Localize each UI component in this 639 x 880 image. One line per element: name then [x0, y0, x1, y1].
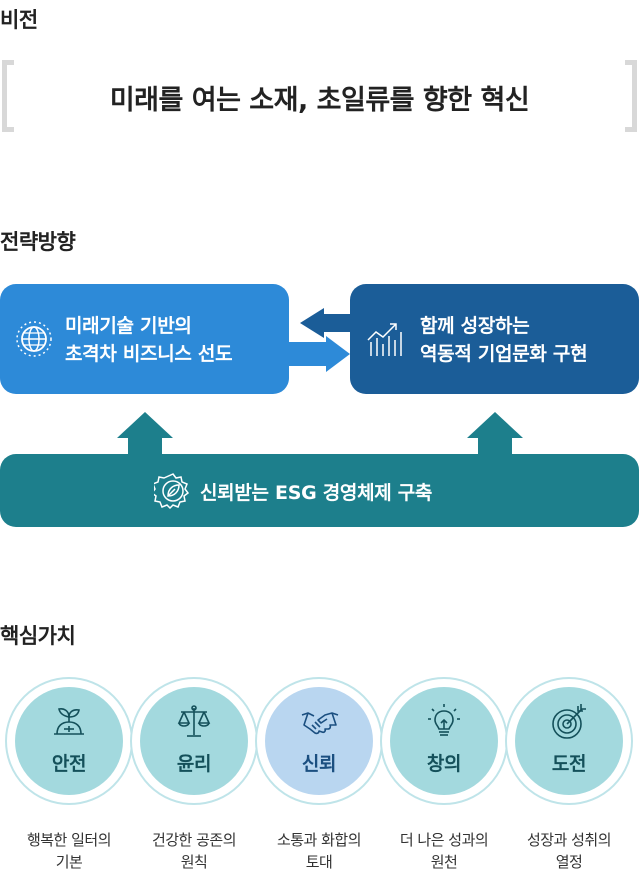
target-icon: [552, 704, 586, 739]
culture-line2: 역동적 기업문화 구현: [420, 343, 588, 365]
strategy-box-culture: 함께 성장하는 역동적 기업문화 구현: [350, 284, 639, 394]
future-tech-line1: 미래기술 기반의: [65, 315, 192, 337]
value-ethics-label: 윤리: [176, 753, 212, 775]
arrow-left: [300, 308, 350, 338]
vision-statement-box: 미래를 여는 소재, 초일류를 향한 혁신: [0, 60, 639, 132]
right-bracket: [625, 60, 637, 132]
value-ethics: 윤리: [130, 677, 258, 805]
value-safety-desc-line1: 행복한 일터의: [26, 831, 112, 849]
value-ethics-desc: 건강한 공존의 원칙: [130, 829, 258, 873]
strategy-heading: 전략방향: [0, 230, 76, 254]
value-challenge: 도전: [505, 677, 633, 805]
handshake-icon: [301, 712, 339, 735]
strategy-box-future-tech: 미래기술 기반의 초격차 비즈니스 선도: [0, 284, 289, 394]
arrow-up-right: [467, 412, 523, 454]
arrow-right: [289, 336, 350, 372]
value-challenge-label: 도전: [551, 753, 587, 775]
helmet-sprout-icon: [54, 708, 84, 735]
lightbulb-icon: [428, 704, 460, 736]
growth-chart-icon: [367, 323, 402, 356]
value-challenge-desc: 성장과 성취의 열정: [505, 829, 633, 873]
value-creativity-desc-line2: 원천: [430, 853, 458, 871]
culture-line1: 함께 성장하는: [420, 315, 530, 337]
future-tech-line2: 초격차 비즈니스 선도: [65, 343, 233, 365]
gear-leaf-icon: [154, 473, 190, 510]
esg-label: 신뢰받는 ESG 경영체제 구축: [200, 482, 433, 504]
value-trust-desc-line1: 소통과 화합의: [276, 831, 362, 849]
value-challenge-desc-line1: 성장과 성취의: [526, 831, 612, 849]
value-safety-desc-line2: 기본: [55, 853, 83, 871]
vision-heading: 비전: [0, 8, 38, 32]
left-bracket: [2, 60, 14, 132]
globe-icon: [16, 321, 52, 357]
value-trust-desc-line2: 토대: [305, 853, 333, 871]
value-challenge-desc-line2: 열정: [555, 853, 583, 871]
value-ethics-desc-line2: 원칙: [180, 853, 208, 871]
value-creativity-desc-line1: 더 나은 성과의: [399, 831, 489, 849]
strategy-box-esg: 신뢰받는 ESG 경영체제 구축: [0, 454, 639, 527]
scales-icon: [177, 705, 211, 737]
vision-statement: 미래를 여는 소재, 초일류를 향한 혁신: [109, 85, 530, 116]
value-safety: 안전: [5, 677, 133, 805]
values-heading: 핵심가치: [0, 624, 76, 648]
value-creativity-label: 창의: [426, 753, 462, 775]
value-safety-label: 안전: [51, 753, 87, 775]
value-trust: 신뢰: [255, 677, 383, 805]
value-creativity-desc: 더 나은 성과의 원천: [380, 829, 508, 873]
arrow-up-left: [117, 412, 173, 454]
value-safety-desc: 행복한 일터의 기본: [5, 829, 133, 873]
value-trust-desc: 소통과 화합의 토대: [255, 829, 383, 873]
value-ethics-desc-line1: 건강한 공존의: [151, 831, 237, 849]
value-trust-label: 신뢰: [301, 753, 337, 775]
value-creativity: 창의: [380, 677, 508, 805]
